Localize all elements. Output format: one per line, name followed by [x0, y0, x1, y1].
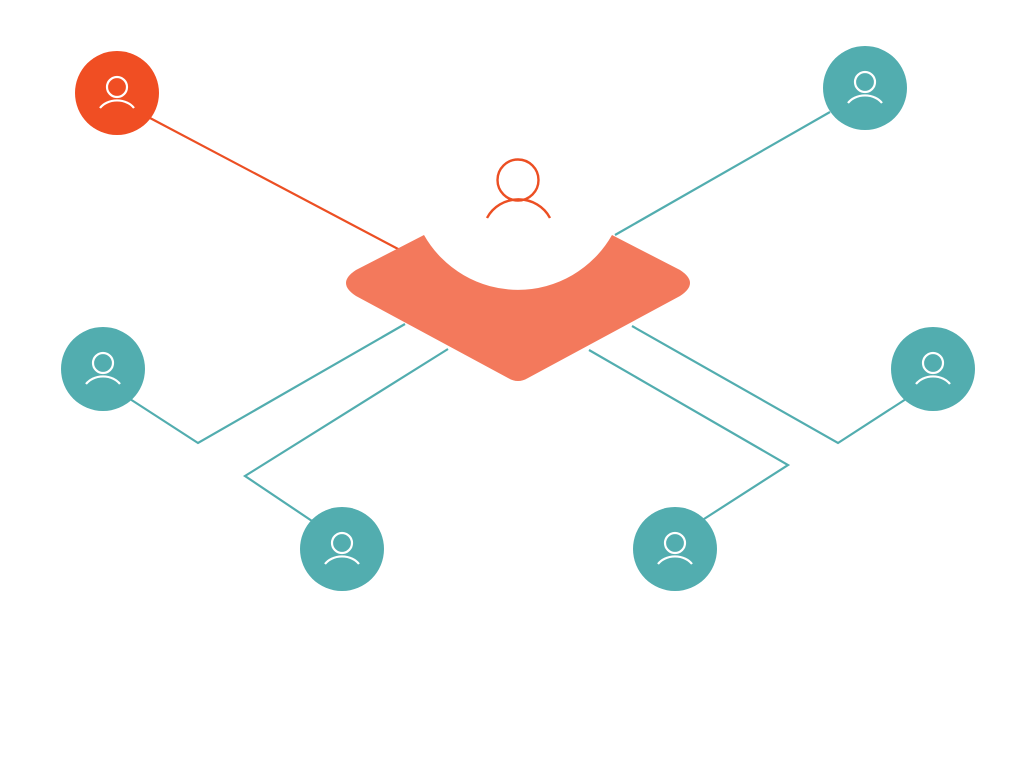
- node-circle: [61, 327, 145, 411]
- user-node-top-left[interactable]: [75, 51, 159, 135]
- central-hub: [346, 158, 690, 381]
- hub-platform: [346, 235, 690, 381]
- hub-user-icon: [485, 158, 552, 219]
- connector-bottom-left: [242, 348, 449, 522]
- user-node-bottom-left[interactable]: [300, 507, 384, 591]
- node-circle: [823, 46, 907, 130]
- user-icon: [85, 351, 121, 385]
- user-node-top-right[interactable]: [823, 46, 907, 130]
- user-node-bottom-right[interactable]: [633, 507, 717, 591]
- user-icon: [324, 531, 360, 565]
- user-icon: [657, 531, 693, 565]
- node-circle: [300, 507, 384, 591]
- connector-bottom-right: [588, 349, 791, 520]
- user-node-mid-left[interactable]: [61, 327, 145, 411]
- connector-top-right: [614, 111, 831, 236]
- user-icon: [915, 351, 951, 385]
- connectors: [129, 111, 907, 522]
- connector-mid-right: [631, 325, 907, 445]
- node-circle: [633, 507, 717, 591]
- user-node-mid-right[interactable]: [891, 327, 975, 411]
- node-circle: [75, 51, 159, 135]
- connector-mid-left: [129, 323, 406, 445]
- user-icon: [847, 70, 883, 104]
- user-icon: [99, 75, 135, 109]
- connector-top-left: [149, 117, 401, 251]
- node-circle: [891, 327, 975, 411]
